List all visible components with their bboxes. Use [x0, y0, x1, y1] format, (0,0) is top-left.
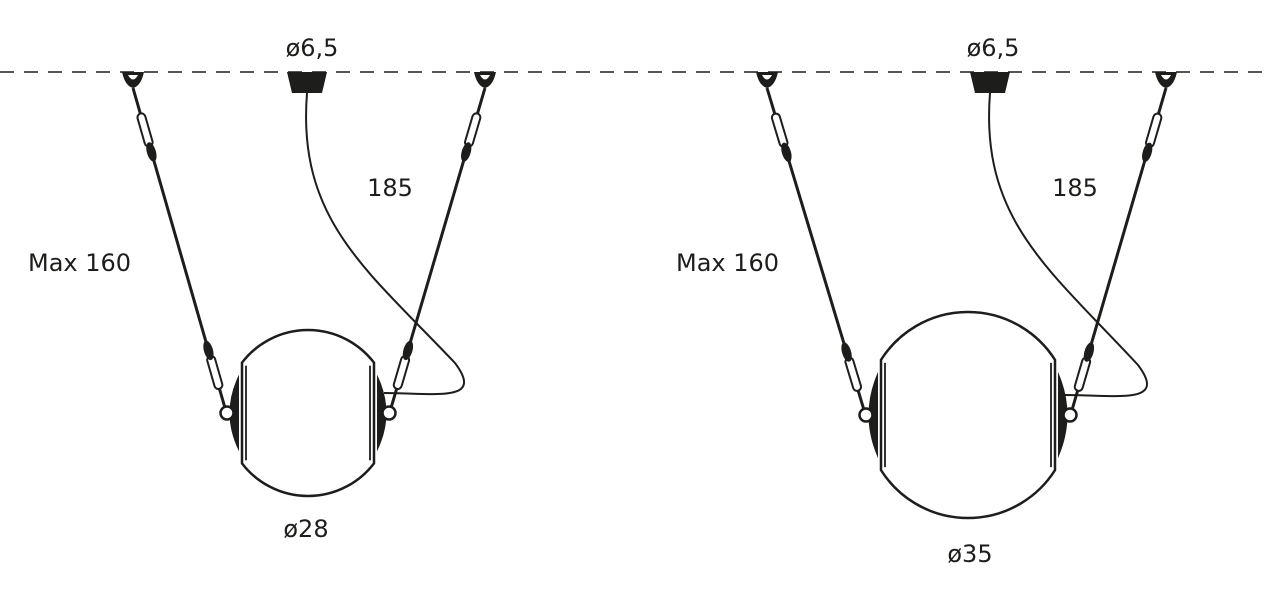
gripper-sleeve	[206, 355, 224, 390]
ceiling-hook-icon	[1155, 72, 1177, 88]
gripper-clamp	[841, 342, 852, 362]
ceiling-hook-icon	[474, 72, 496, 88]
gripper-sleeve	[1145, 112, 1163, 148]
gripper-clamp	[1142, 142, 1153, 163]
gripper-clamp	[203, 340, 214, 361]
wire-gripper	[392, 340, 414, 390]
lamp-large	[756, 72, 1177, 520]
gripper-sleeve	[464, 112, 482, 148]
gripper-sleeve	[770, 112, 789, 148]
wire-gripper	[770, 112, 792, 163]
attachment-ring	[858, 407, 874, 423]
sphere-diameter-label: ø28	[283, 515, 328, 543]
canopy-icon	[287, 72, 327, 93]
wire-gripper	[1142, 112, 1163, 163]
gripper-clamp	[146, 142, 157, 162]
gripper-sleeve	[136, 112, 154, 148]
gripper-sleeve	[1073, 356, 1092, 392]
gripper-clamp	[461, 142, 472, 162]
attachment-ring	[219, 405, 235, 421]
wire-length-label: Max 160	[28, 249, 131, 277]
canopy-icon	[970, 72, 1010, 93]
attachment-ring	[1062, 407, 1078, 423]
wire-gripper	[841, 342, 863, 392]
gripper-clamp	[781, 142, 792, 163]
lamp-small	[122, 72, 496, 498]
sphere-diameter-label: ø35	[947, 540, 992, 568]
attachment-ring	[381, 405, 397, 421]
sphere-shade	[879, 310, 1057, 520]
canopy-diameter-label: ø6,5	[286, 34, 339, 62]
wire-length-label: Max 160	[676, 249, 779, 277]
gripper-sleeve	[392, 354, 411, 390]
wire-gripper	[203, 340, 224, 390]
sphere-shade	[240, 328, 376, 498]
ceiling-hook-icon	[756, 72, 778, 88]
gripper-clamp	[1083, 342, 1095, 362]
cable-length-label: 185	[367, 174, 413, 202]
power-cable	[305, 92, 465, 396]
power-cable	[988, 92, 1148, 398]
wire-gripper	[136, 112, 157, 162]
canopy-diameter-label: ø6,5	[967, 34, 1020, 62]
gripper-clamp	[402, 340, 414, 361]
gripper-sleeve	[844, 356, 863, 392]
wire-gripper	[461, 112, 482, 162]
wire-gripper	[1073, 342, 1095, 392]
cable-length-label: 185	[1052, 174, 1098, 202]
ceiling-hook-icon	[122, 72, 144, 88]
